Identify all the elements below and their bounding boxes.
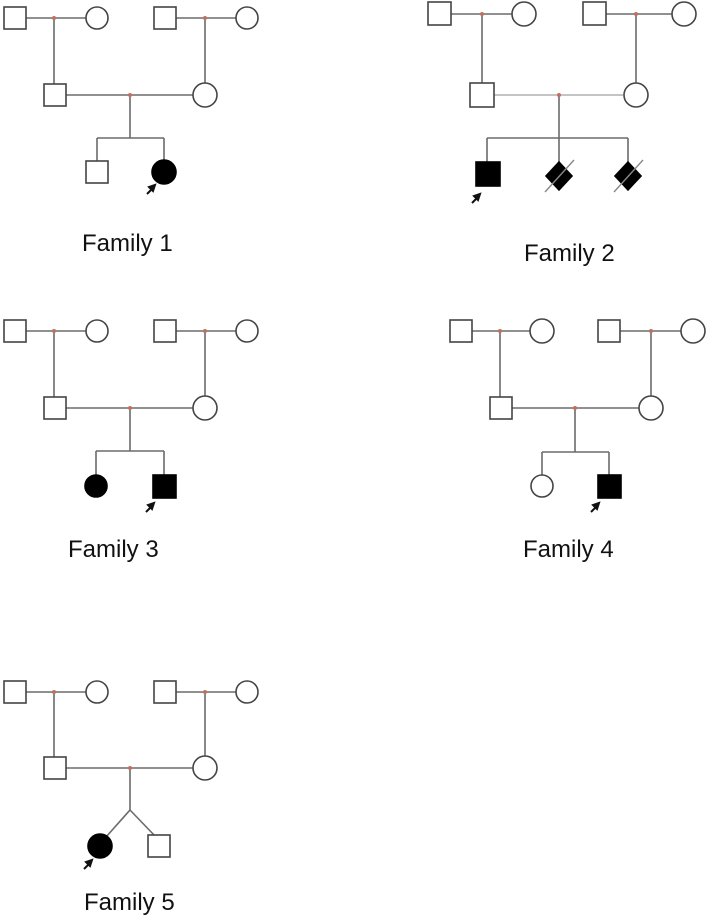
affected-son-proband: [152, 474, 177, 499]
deceased-sibling: [544, 159, 575, 193]
proband-arrow: [145, 501, 156, 513]
grandmother-paternal: [511, 1, 537, 27]
affected-twin-daughter-proband: [87, 833, 113, 859]
grandmother-maternal: [671, 1, 697, 27]
mother: [192, 755, 218, 781]
proband-arrow: [83, 858, 94, 870]
grandfather-maternal: [153, 6, 177, 30]
grandfather-paternal: [449, 319, 473, 343]
pedigree-family-3: Family 3: [3, 319, 259, 563]
father: [489, 396, 513, 420]
grandfather-maternal: [153, 680, 177, 704]
father: [469, 82, 495, 108]
family-label: Family 4: [523, 536, 614, 563]
grandmother-maternal: [235, 680, 259, 704]
pedigree-family-4: Family 4: [449, 318, 706, 563]
family-label: Family 3: [68, 536, 159, 563]
twin-son: [147, 834, 171, 858]
affected-daughter: [84, 474, 108, 498]
mother: [623, 82, 649, 108]
unaffected-son: [85, 160, 109, 184]
grandmother-maternal: [680, 318, 706, 344]
father: [43, 396, 67, 420]
deceased-sibling: [613, 159, 644, 193]
grandfather-paternal: [3, 6, 27, 30]
father: [43, 756, 67, 780]
family-label: Family 1: [82, 230, 173, 257]
grandfather-maternal: [582, 1, 607, 26]
affected-son-proband: [475, 161, 501, 187]
affected-daughter-proband: [151, 159, 177, 185]
affected-son-proband: [597, 474, 622, 499]
proband-arrow: [146, 183, 157, 195]
pedigree-family-5: Family 5: [3, 680, 259, 916]
pedigree-family-1: Family 1: [3, 6, 259, 257]
grandfather-paternal: [3, 680, 27, 704]
grandmother-paternal: [85, 6, 109, 30]
proband-arrow: [590, 501, 601, 513]
mother: [192, 395, 218, 421]
pedigree-family-2: Family 2: [427, 1, 697, 267]
grandfather-paternal: [427, 1, 452, 26]
grandfather-maternal: [153, 319, 177, 343]
unaffected-daughter: [530, 474, 554, 498]
grandfather-maternal: [597, 319, 621, 343]
grandmother-paternal: [529, 318, 555, 344]
father: [43, 83, 67, 107]
family-label: Family 5: [84, 889, 175, 916]
grandmother-paternal: [85, 680, 109, 704]
grandmother-paternal: [85, 319, 109, 343]
mother: [638, 395, 664, 421]
mother: [192, 82, 218, 108]
proband-arrow: [471, 192, 482, 204]
family-label: Family 2: [524, 240, 615, 267]
grandmother-maternal: [235, 319, 259, 343]
grandmother-maternal: [235, 6, 259, 30]
grandfather-paternal: [3, 319, 27, 343]
